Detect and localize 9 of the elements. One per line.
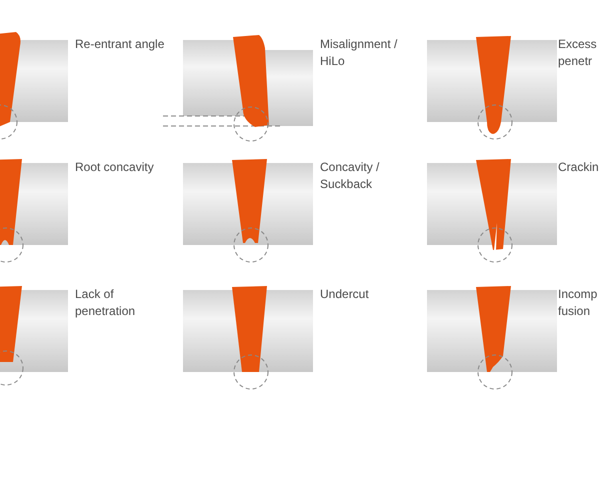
defect-label: Undercut — [320, 286, 370, 303]
defect-label: Re-entrant angle — [75, 36, 166, 53]
defect-label: Lack of penetration — [75, 286, 136, 320]
defect-label: Concavity / Suckback — [320, 159, 380, 193]
defect-label: Incomp fusion — [558, 286, 598, 320]
defect-label: Misalignment / HiLo — [320, 36, 398, 70]
defect-label: Root concavity — [75, 159, 155, 176]
defect-label: Crackin — [558, 159, 600, 176]
defect-label: Excess penetr — [558, 36, 598, 70]
